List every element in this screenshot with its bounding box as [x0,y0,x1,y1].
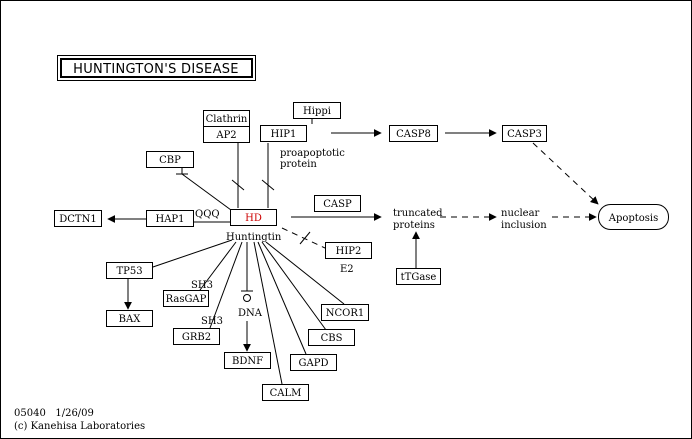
label-truncated-line2: proteins [393,220,435,231]
edge-hd-rasgap [199,241,237,291]
node-gapd-label: GAPD [299,358,329,369]
node-tgase-box[interactable] [396,268,441,285]
edge-hd-cbs [261,241,327,331]
label-sh3-rasgap: SH3 [191,280,213,291]
node-dctn1-label: DCTN1 [59,214,96,225]
edge-hd-grb2 [209,241,243,329]
map-title: HUNTINGTON'S DISEASE [73,62,239,77]
edge-cbp-hd-diag [181,173,232,211]
node-hippi-box[interactable] [293,102,341,119]
node-rasgap-box[interactable] [163,290,209,307]
label-sh3-grb2: SH3 [201,316,223,327]
label-e2: E2 [340,264,354,275]
node-hip1-box[interactable] [260,125,307,142]
node-gapd-box[interactable] [290,354,337,371]
node-cbp-label: CBP [159,155,181,166]
node-bax-label: BAX [119,314,142,325]
dna-compound-marker [243,294,251,302]
map-id: 05040 1/26/09 [14,408,94,419]
node-dctn1-box[interactable] [54,210,102,227]
edge-hd-ncor1 [265,241,345,305]
edge-hd-hip2 [281,227,326,249]
label-proapoptotic-line2: protein [280,159,317,170]
node-ncor1-box[interactable] [321,304,369,321]
tick-ap2-hd [231,179,245,191]
node-casp8-label: CASP8 [396,129,431,140]
node-hd-label: HD [245,213,262,224]
node-casp3-box[interactable] [502,125,547,142]
node-casp-label: CASP [323,199,352,210]
node-bdnf-box[interactable] [224,352,271,369]
node-tp53-box[interactable] [106,262,153,279]
node-apoptosis-label: Apoptosis [608,213,659,224]
tick-hip1-hd [261,179,275,191]
label-huntingtin: Huntingtin [226,232,282,243]
label-dna: DNA [238,308,263,319]
node-tp53-label: TP53 [116,266,142,277]
node-cbs-label: CBS [321,333,343,344]
node-ncor1-label: NCOR1 [326,308,365,319]
label-nuclear-line2: inclusion [501,220,547,231]
node-hippi-label: Hippi [303,106,331,117]
node-grb2-label: GRB2 [182,332,211,343]
node-bdnf-label: BDNF [232,356,263,367]
node-cbp-box[interactable] [146,151,194,168]
tick-hd-hip2 [299,231,311,245]
node-rasgap-label: RasGAP [166,294,207,305]
node-tgase-label: tTGase [401,272,437,283]
label-nuclear-line1: nuclear [501,208,540,219]
node-calm-box[interactable] [262,384,309,401]
edge-hd-calm [253,241,283,385]
label-proapoptotic-line1: proapoptotic [280,148,345,159]
node-bax-box[interactable] [106,310,153,327]
node-ap2-label: AP2 [215,130,236,141]
node-cbs-box[interactable] [308,329,355,346]
map-title-inner-box [60,58,253,78]
node-apoptosis-box[interactable] [598,204,669,230]
edge-casp3-apoptosis [532,142,599,205]
node-ap2-box[interactable] [203,126,250,143]
node-casp8-box[interactable] [389,125,438,142]
node-casp-box[interactable] [314,195,361,212]
node-grb2-box[interactable] [173,328,220,345]
map-copyright: (c) Kanehisa Laboratories [14,421,145,432]
node-hip2-label: HIP2 [336,246,362,257]
node-hap1-label: HAP1 [155,214,184,225]
edge-hd-tp53 [149,239,233,269]
node-hip1-label: HIP1 [271,129,297,140]
node-hd-box[interactable] [230,209,277,226]
label-truncated-line1: truncated [393,208,443,219]
node-casp3-label: CASP3 [507,129,542,140]
edge-hd-gapd [257,241,307,355]
node-hip2-box[interactable] [325,242,372,259]
node-hap1-box[interactable] [146,210,194,227]
node-calm-label: CALM [270,388,302,399]
label-qqq: QQQ [195,209,220,220]
node-clathrin-label: Clathrin [206,114,248,125]
